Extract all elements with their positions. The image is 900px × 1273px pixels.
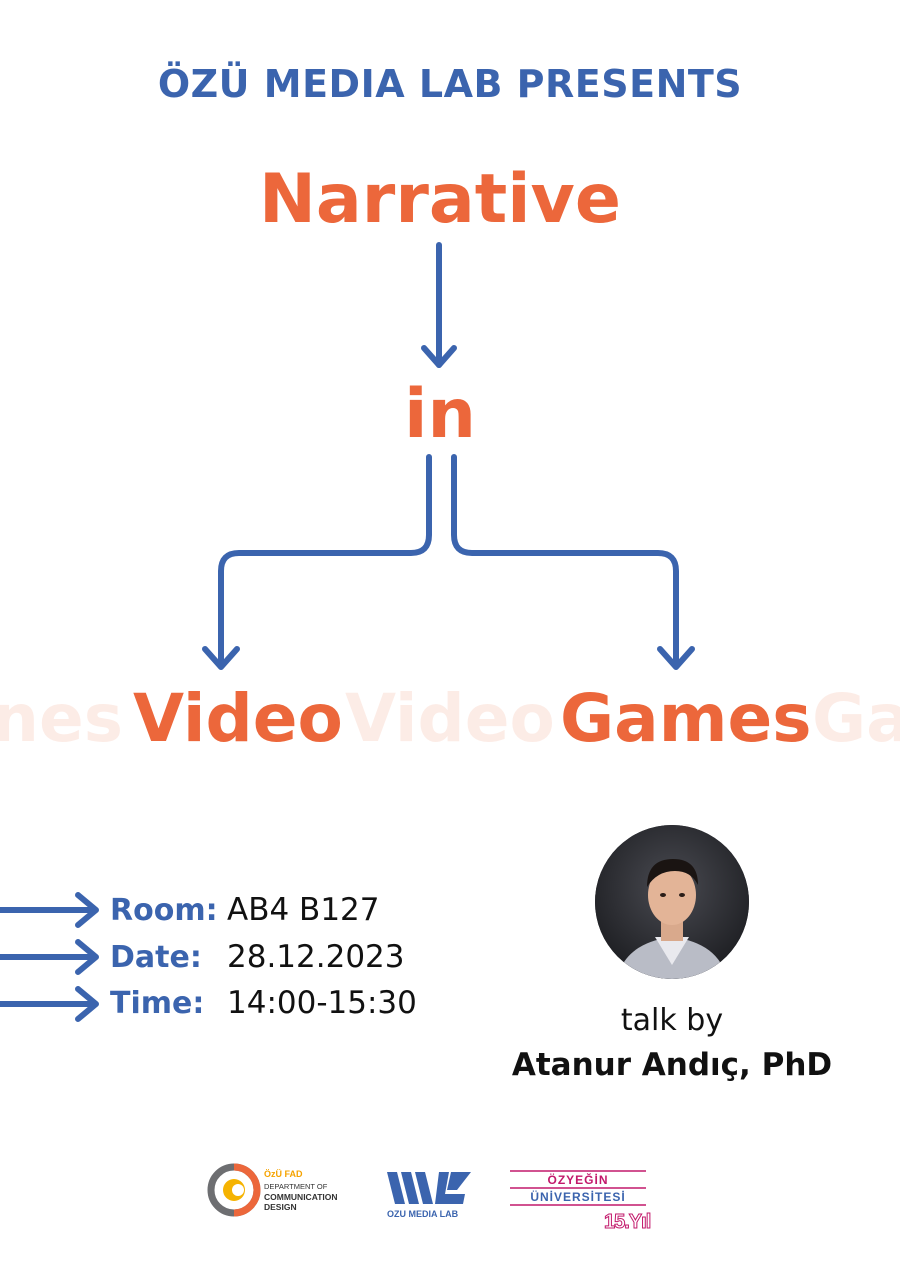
- time-label: Time:: [110, 986, 205, 1021]
- arrow-in-to-games: [451, 454, 679, 668]
- media-lab-mark-icon: [387, 1172, 471, 1204]
- fad-title: ÖzÜ FAD: [264, 1169, 303, 1179]
- media-lab-text: OZU MEDIA LAB: [387, 1209, 459, 1219]
- ghost-word-left: nes: [0, 680, 124, 757]
- media-lab-logo: OZU MEDIA LAB: [385, 1170, 475, 1222]
- speaker-avatar: [595, 825, 749, 979]
- title-word-video: Video: [133, 680, 343, 757]
- fad-line3: DESIGN: [264, 1202, 297, 1212]
- time-value: 14:00-15:30: [227, 985, 417, 1021]
- university-line2: ÜNİVERSİTESİ: [530, 1190, 626, 1204]
- arrow-in-to-video: [218, 454, 432, 668]
- ghost-word-right: Ga: [812, 680, 900, 757]
- title-word-narrative: Narrative: [258, 160, 621, 239]
- title-word-games: Games: [560, 680, 812, 757]
- presenter-heading: ÖZÜ MEDIA LAB PRESENTS: [157, 62, 743, 106]
- talk-by-label: talk by: [620, 1003, 724, 1038]
- detail-arrows: [0, 892, 99, 1022]
- room-value: AB4 B127: [227, 892, 380, 928]
- speaker-name: Atanur Andıç, PhD: [511, 1047, 833, 1083]
- fad-logo: ÖzÜ FAD DEPARTMENT OF COMMUNICATION DESI…: [207, 1163, 367, 1219]
- university-logo: ÖZYEĞİN ÜNİVERSİTESİ 15.Yıl: [508, 1168, 678, 1238]
- date-value: 28.12.2023: [227, 939, 405, 975]
- fad-line1: DEPARTMENT OF: [264, 1182, 328, 1191]
- room-label: Room:: [110, 893, 218, 928]
- date-label: Date:: [110, 940, 202, 975]
- title-word-in: in: [404, 375, 476, 454]
- ghost-word-middle: Video: [345, 680, 555, 757]
- university-lines-icon: [510, 1170, 646, 1206]
- fad-line2: COMMUNICATION: [264, 1192, 338, 1202]
- anniversary-badge: 15.Yıl: [603, 1211, 651, 1234]
- fad-logo-mark-icon: [207, 1163, 261, 1217]
- university-line1: ÖZYEĞİN: [547, 1173, 609, 1187]
